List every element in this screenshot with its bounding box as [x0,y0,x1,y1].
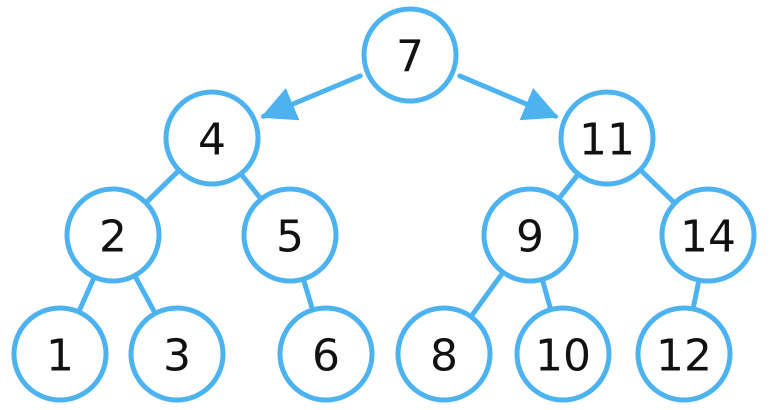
arrow-edge-n7-n4 [260,73,363,121]
node-circle [514,305,612,403]
edge-n4-n2 [143,167,182,206]
tree-node-8: 8 [395,305,493,403]
nodes-layer: 7 4 11 2 5 9 14 1 3 6 8 10 12 [11,6,757,403]
node-label: 2 [99,212,127,263]
node-circle [163,89,261,187]
node-circle [241,186,339,284]
edge-n2-n3 [132,273,158,316]
node-label: 7 [396,32,424,83]
tree-node-2: 2 [64,186,162,284]
node-circle [659,186,757,284]
node-label: 8 [430,331,458,382]
edge-n11-n9 [556,171,581,202]
edge-n2-n1 [76,274,97,315]
edge-n5-n6 [300,276,316,313]
tree-node-4: 4 [163,89,261,187]
node-label: 4 [198,115,226,166]
tree-node-7: 7 [361,6,459,104]
tree-node-14: 14 [659,186,757,284]
node-circle [128,305,226,403]
node-circle [635,305,733,403]
node-circle [277,305,375,403]
node-circle [481,186,579,284]
edge-n4-n5 [238,171,264,202]
node-circle [11,305,109,403]
node-label: 14 [680,212,736,263]
edge-n9-n10 [539,276,554,313]
node-circle [395,305,493,403]
edge-n14-n12 [690,277,702,312]
node-circle [64,186,162,284]
tree-node-3: 3 [128,305,226,403]
edge-n11-n14 [637,167,678,206]
tree-node-1: 1 [11,305,109,403]
tree-node-5: 5 [241,186,339,284]
node-label: 12 [656,331,712,382]
node-label: 6 [312,331,340,382]
node-label: 5 [276,212,304,263]
node-circle [558,89,656,187]
edge-n9-n8 [468,269,506,320]
tree-node-6: 6 [277,305,375,403]
node-label: 1 [46,331,74,382]
tree-node-12: 12 [635,305,733,403]
tree-node-10: 10 [514,305,612,403]
node-label: 11 [579,115,635,166]
tree-node-9: 9 [481,186,579,284]
edges-layer [76,73,702,320]
arrow-edge-n7-n11 [457,73,559,121]
node-label: 10 [535,331,591,382]
tree-node-11: 11 [558,89,656,187]
node-circle [361,6,459,104]
node-label: 9 [516,212,544,263]
node-label: 3 [163,331,191,382]
